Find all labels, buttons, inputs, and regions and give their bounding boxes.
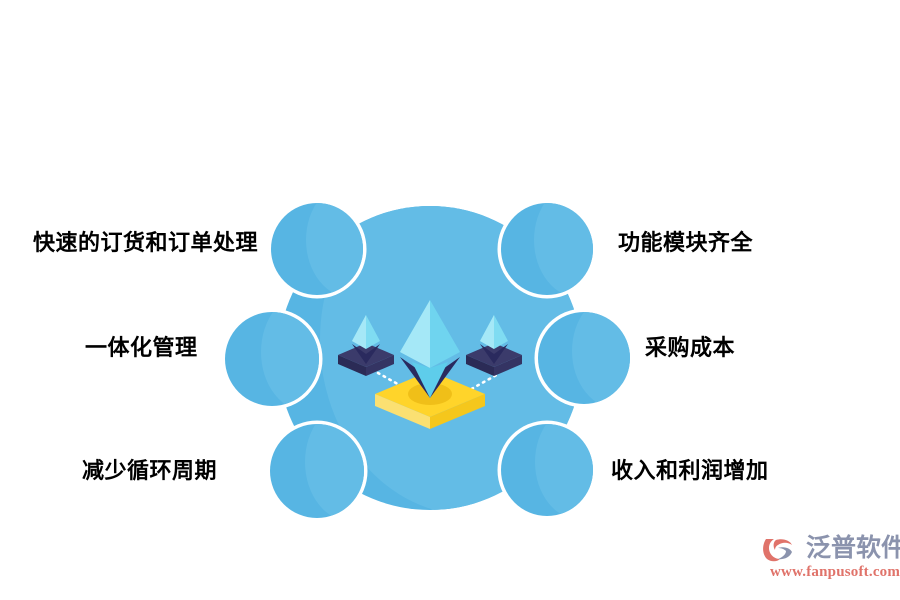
watermark: 泛普软件 www.fanpusoft.com <box>762 533 900 587</box>
fanpu-logo-icon <box>763 539 792 562</box>
node-label-modules: 功能模块齐全 <box>618 230 754 255</box>
spoke-circle-mid-right[interactable] <box>534 293 665 409</box>
spoke-circle-lower-left[interactable] <box>266 402 400 522</box>
node-label-cost: 采购成本 <box>645 335 736 360</box>
spoke-circle-upper-right[interactable] <box>497 182 627 299</box>
node-label-integrated: 一体化管理 <box>85 335 198 360</box>
watermark-brand: 泛普软件 <box>806 534 900 562</box>
watermark-url: www.fanpusoft.com <box>770 564 900 580</box>
right-crystal <box>480 315 508 364</box>
right-plinth <box>466 343 522 376</box>
isometric-crystals-icon <box>338 300 522 429</box>
spoke-circle-upper-left[interactable] <box>267 182 399 299</box>
spoke-circle-lower-right[interactable] <box>497 404 628 520</box>
node-label-revenue: 收入和利润增加 <box>611 458 769 483</box>
node-label-fast-order: 快速的订货和订单处理 <box>33 230 259 255</box>
spoke-circle-mid-left[interactable] <box>221 292 356 412</box>
left-crystal <box>352 315 380 364</box>
center-crystal <box>400 300 460 398</box>
node-label-cycle: 减少循环周期 <box>82 458 218 483</box>
